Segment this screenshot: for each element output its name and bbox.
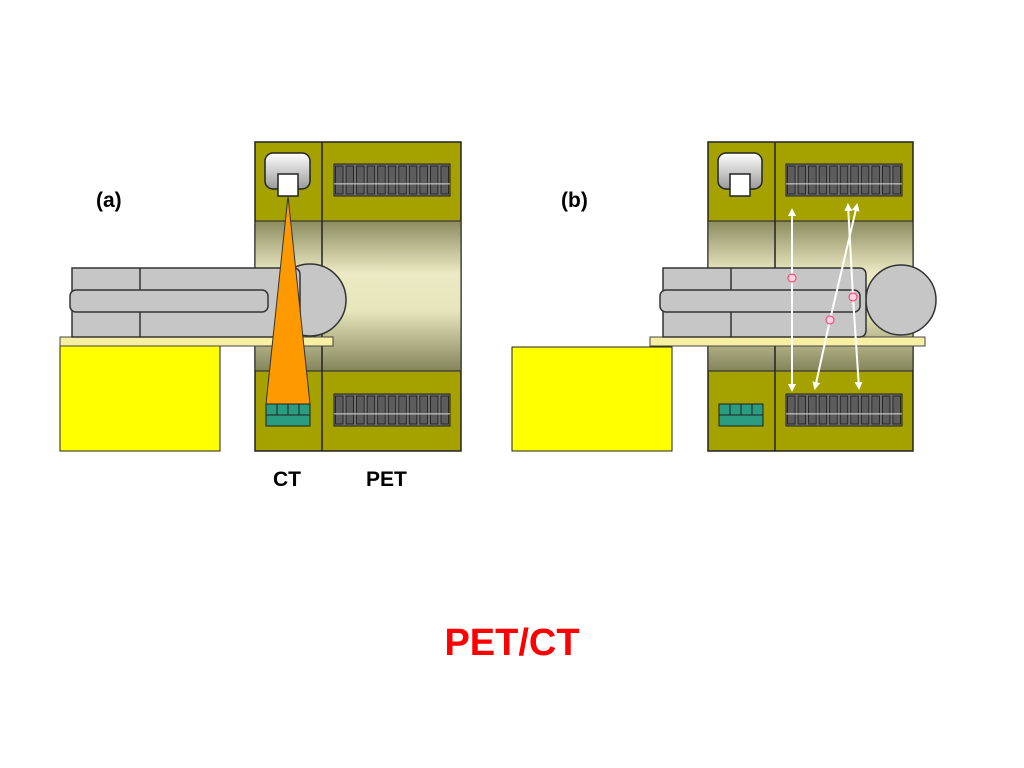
panel-a-label: (a) (96, 189, 122, 212)
detector-crystal (345, 395, 354, 425)
patient-a (69, 263, 347, 338)
detector-crystal (839, 395, 849, 425)
xray-tube-icon (264, 152, 311, 197)
detector-crystal (356, 395, 365, 425)
page-title: PET/CT (444, 622, 580, 664)
detector-crystal (860, 165, 870, 195)
panel-a (59, 141, 462, 452)
detector-crystal (335, 165, 344, 195)
coincidence-lines (788, 203, 863, 392)
ct-detector-a (265, 403, 311, 427)
detector-crystal (430, 395, 439, 425)
ct-label: CT (273, 468, 301, 491)
detector-crystal (335, 395, 344, 425)
detector-crystal (345, 165, 354, 195)
detector-crystal (860, 395, 870, 425)
pet-detector-bottom-b (785, 393, 903, 427)
detector-crystal (787, 165, 796, 195)
detector-crystal (408, 395, 418, 425)
detector-crystal (366, 395, 376, 425)
panel-b (511, 141, 937, 452)
detector-crystal (440, 165, 449, 195)
pet-detector-bottom-a (333, 393, 451, 427)
detector-crystal (419, 165, 428, 195)
detector-crystal (356, 165, 365, 195)
detector-crystal (387, 165, 397, 195)
detector-crystal (797, 395, 806, 425)
detector-crystal (377, 165, 386, 195)
patient-b (659, 264, 937, 338)
pet-label: PET (366, 468, 407, 491)
detector-crystal (871, 395, 880, 425)
line-of-response (852, 296, 863, 390)
detector-crystal (387, 395, 397, 425)
detector-crystal (871, 165, 880, 195)
detector-crystal (829, 395, 838, 425)
detector-crystal (808, 165, 817, 195)
annihilation-event-icon (848, 292, 858, 302)
detector-crystal (398, 395, 407, 425)
detector-crystal (430, 165, 439, 195)
detector-crystal (882, 165, 891, 195)
bed-b (649, 336, 926, 347)
line-of-response (829, 203, 860, 321)
panel-b-label: (b) (561, 189, 588, 212)
detector-crystal (892, 165, 901, 195)
pet-detector-top-a (333, 163, 451, 197)
annihilation-event-icon (787, 273, 797, 283)
detector-crystal (829, 165, 838, 195)
detector-crystal (440, 395, 449, 425)
xray-tube-icon (717, 152, 763, 197)
line-of-response (844, 203, 854, 298)
detector-crystal (882, 395, 891, 425)
pet-detector-top-b (785, 163, 903, 197)
detector-crystal (850, 395, 859, 425)
detector-crystal (839, 165, 849, 195)
patient-table-a (59, 344, 221, 452)
annihilation-event-icon (825, 315, 835, 325)
detector-crystal (818, 395, 828, 425)
patient-table-b (511, 346, 673, 452)
detector-crystal (892, 395, 901, 425)
ct-detector-b (718, 403, 764, 427)
detector-crystal (808, 395, 817, 425)
detector-crystal (377, 395, 386, 425)
detector-crystal (408, 165, 418, 195)
detector-crystal (797, 165, 806, 195)
detector-crystal (818, 165, 828, 195)
annihilation-events (787, 273, 858, 325)
line-of-response (812, 319, 831, 390)
detector-crystal (398, 165, 407, 195)
detector-crystal (787, 395, 796, 425)
detector-crystal (366, 165, 376, 195)
detector-crystal (850, 165, 859, 195)
detector-crystal (419, 395, 428, 425)
